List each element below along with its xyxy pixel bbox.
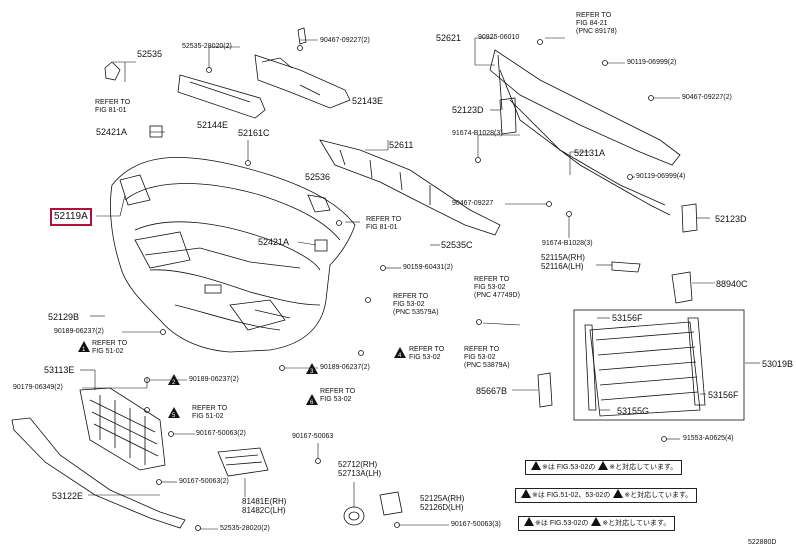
grille-53113e-shape[interactable] (79, 387, 166, 471)
label-53156f-a[interactable]: 53156F (612, 313, 643, 323)
label-52421a-a[interactable]: 52421A (96, 127, 128, 137)
label-90189-06237-2c[interactable]: 90189-06237(2) (320, 364, 370, 371)
label-53155g[interactable]: 53155G (617, 406, 650, 416)
label-52125a-52126d[interactable]: 52125A(RH) 52126D(LH) (420, 494, 465, 512)
retainer-52143e-shape[interactable] (254, 54, 351, 109)
refer-to-fig-53-02-b[interactable]: REFER TO FIG 53-02 (PNC 53579A) (393, 293, 439, 316)
label-91674-b1028-3b[interactable]: 91674-B1028(3) (542, 240, 593, 247)
label-52143e[interactable]: 52143E (352, 96, 384, 106)
label-90167-50063-2c[interactable]: 90167-50063(2) (179, 478, 229, 485)
svg-text:2: 2 (172, 380, 176, 386)
label-91553-a0625-4[interactable]: 91553-A0625(4) (683, 435, 734, 442)
label-90167-50063-b[interactable]: 90167-50063 (292, 433, 334, 440)
label-90167-50063-2a[interactable]: 90167-50063(2) (196, 430, 246, 437)
refer-to-fig-81-01-b[interactable]: REFER TO FIG 81-01 (366, 216, 402, 231)
pad-52421a-shape[interactable] (149, 125, 328, 252)
warning-triangles (78, 341, 406, 418)
spoiler-53122e-shape[interactable] (11, 417, 186, 529)
diagram-code: 522880D (748, 539, 777, 546)
svg-text:3: 3 (310, 369, 314, 375)
refer-to-fig-53-02-c[interactable]: REFER TO FIG 53-02 (409, 346, 445, 361)
label-52119a-highlighted[interactable]: 52119A (50, 208, 92, 226)
label-52129b[interactable]: 52129B (48, 312, 80, 322)
label-81481e-81482c[interactable]: 81481E(RH) 81482C(LH) (242, 497, 287, 515)
label-52161c[interactable]: 52161C (238, 128, 270, 138)
support-52535-shape[interactable] (104, 27, 307, 81)
refer-to-fig-53-02-pnc[interactable]: REFER TO FIG 53-02 (PNC 53879A) (464, 346, 510, 369)
refer-to-fig-81-01-a[interactable]: REFER TO FIG 81-01 (95, 99, 131, 114)
absorber-52611-shape[interactable] (319, 139, 501, 236)
label-52131a[interactable]: 52131A (574, 148, 606, 158)
svg-text:4: 4 (398, 353, 402, 359)
duct-88940c-shape[interactable] (671, 271, 693, 304)
refer-to-fig-51-02-a[interactable]: REFER TO FIG 51-02 (92, 340, 128, 355)
label-90179-06349-2[interactable]: 90179-06349(2) (13, 384, 63, 391)
label-90925-06010[interactable]: 90925-06010 (478, 34, 520, 41)
label-52535c[interactable]: 52535C (441, 240, 473, 250)
svg-text:1: 1 (82, 347, 86, 353)
label-90467-09227-2b[interactable]: 90467-09227(2) (682, 94, 732, 101)
label-52621[interactable]: 52621 (436, 33, 462, 43)
svg-text:5: 5 (172, 413, 176, 419)
label-90119-06999-2[interactable]: 90119-06999(2) (627, 59, 677, 66)
label-53019b[interactable]: 53019B (762, 359, 794, 369)
label-52144e[interactable]: 52144E (197, 120, 229, 130)
refer-to-fig-53-02-a[interactable]: REFER TO FIG 53-02 (PNC 47749D) (474, 276, 520, 299)
shutter-53019b-shape[interactable] (537, 309, 745, 421)
label-53156f-b[interactable]: 53156F (708, 390, 739, 400)
refer-to-fig-51-02-b[interactable]: REFER TO FIG 51-02 (192, 405, 228, 420)
reference-note-2: ※は FIG.51-02、53-02の ※と対応しています。 (515, 488, 698, 503)
bracket-52123d-shape[interactable] (499, 97, 698, 233)
reference-note-3: ※は FIG.53-02の ※と対応しています。 (518, 516, 676, 531)
fasteners (144, 39, 667, 531)
label-53113e[interactable]: 53113E (44, 365, 75, 375)
label-52115a-52116a[interactable]: 52115A(RH) 52116A(LH) (541, 253, 585, 271)
label-52421a-b[interactable]: 52421A (258, 237, 290, 247)
svg-text:6: 6 (310, 400, 314, 406)
label-90189-06237-2a[interactable]: 90189-06237(2) (54, 328, 104, 335)
label-90467-09227-2[interactable]: 90467-09227(2) (320, 37, 370, 44)
cover-52712-shape[interactable] (343, 506, 365, 526)
label-52535[interactable]: 52535 (137, 49, 163, 59)
refer-to-fig-84-21[interactable]: REFER TO FIG 84-21 (PNC 89178) (576, 12, 617, 35)
reference-note-1: ※は FIG.53-02の ※と対応しています。 (525, 460, 683, 475)
fog-lamp-81481e-shape[interactable] (217, 447, 269, 477)
label-53122e[interactable]: 53122E (52, 491, 84, 501)
label-91674-b1028-3a[interactable]: 91674-B1028(3) (452, 130, 503, 137)
leader-lines (80, 37, 760, 530)
label-52536[interactable]: 52536 (305, 172, 331, 182)
label-52123d-a[interactable]: 52123D (452, 105, 484, 115)
reinforcement-52131a-shape[interactable] (489, 49, 681, 216)
label-90189-06237-2b[interactable]: 90189-06237(2) (189, 376, 239, 383)
label-88940c[interactable]: 88940C (716, 279, 748, 289)
label-52535-28020-2b[interactable]: 52535-28020(2) (220, 525, 270, 532)
label-90467-09227[interactable]: 90467-09227 (452, 200, 494, 207)
bumper-cover-shape[interactable] (110, 157, 356, 353)
label-52535-28020-2[interactable]: 52535-28020(2) (182, 43, 232, 50)
extension-52115a-shape[interactable] (611, 261, 641, 273)
label-90159-60431-2[interactable]: 90159-60431(2) (403, 264, 453, 271)
label-85667b[interactable]: 85667B (476, 386, 508, 396)
label-52611[interactable]: 52611 (389, 140, 414, 150)
label-90167-50063-3[interactable]: 90167-50063(3) (451, 521, 501, 528)
label-52712-52713a[interactable]: 52712(RH) 52713A(LH) (338, 460, 382, 478)
refer-to-fig-53-02-d[interactable]: REFER TO FIG 53-02 (320, 388, 356, 403)
seal-52536-shape[interactable] (307, 194, 331, 213)
bracket-52144e-shape[interactable] (177, 74, 266, 119)
bracket-52125a-shape[interactable] (379, 491, 403, 516)
label-90119-06999-4[interactable]: 90119-06999(4) (636, 173, 686, 180)
label-52123d-b[interactable]: 52123D (715, 214, 747, 224)
